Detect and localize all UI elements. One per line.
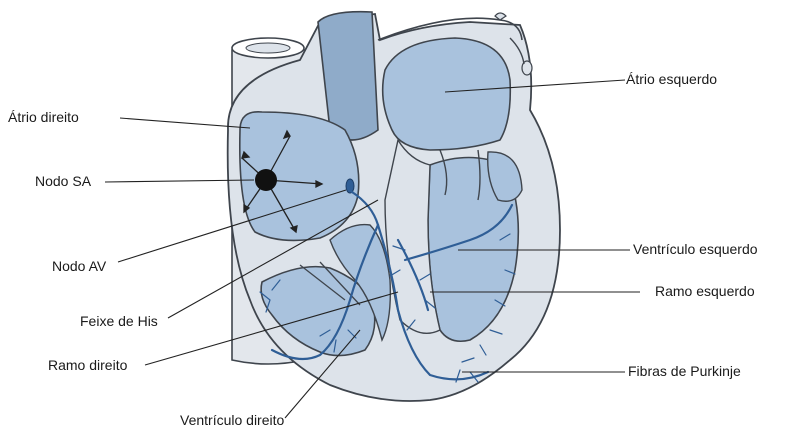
label-ventriculo-esquerdo: Ventrículo esquerdo	[633, 241, 758, 257]
label-feixe-de-his: Feixe de His	[80, 313, 158, 329]
label-ramo-direito: Ramo direito	[48, 357, 128, 373]
label-atrio-esquerdo: Átrio esquerdo	[626, 71, 717, 87]
label-fibras-de-purkinje: Fibras de Purkinje	[628, 363, 741, 379]
label-ventriculo-direito: Ventrículo direito	[180, 412, 284, 428]
av-node	[346, 179, 354, 193]
left-atrium	[383, 38, 511, 150]
label-ramo-esquerdo: Ramo esquerdo	[655, 283, 755, 299]
sa-node	[255, 169, 277, 191]
label-atrio-direito: Átrio direito	[8, 109, 79, 125]
label-nodo-sa: Nodo SA	[35, 173, 92, 189]
label-nodo-av: Nodo AV	[52, 258, 107, 274]
